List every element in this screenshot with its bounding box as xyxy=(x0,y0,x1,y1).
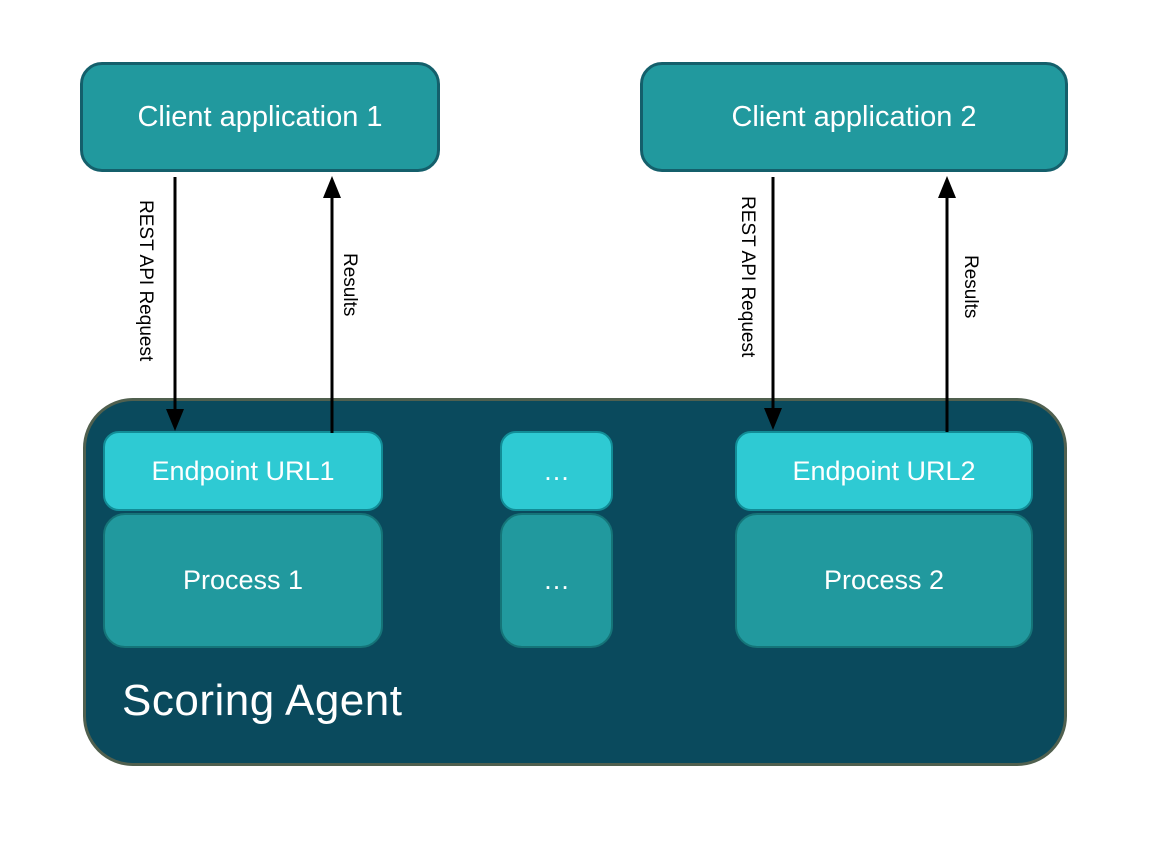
client-application-1-box: Client application 1 xyxy=(80,62,440,172)
results-label-2: Results xyxy=(960,255,981,319)
endpoint-ellipsis-label: … xyxy=(543,455,570,486)
process-ellipsis-box: … xyxy=(500,513,613,648)
request-arrow-1 xyxy=(166,177,184,431)
process-1-label: Process 1 xyxy=(182,565,304,595)
client-application-2-label: Client application 2 xyxy=(731,100,977,133)
arrow-up-icon xyxy=(323,176,341,198)
endpoint-ellipsis-box: … xyxy=(500,431,613,511)
endpoint-url1-box: Endpoint URL1 xyxy=(103,431,383,511)
endpoint-url1-label: Endpoint URL1 xyxy=(151,455,335,486)
rest-api-request-label-2: REST API Request xyxy=(737,196,758,358)
process-2-label: Process 2 xyxy=(823,565,945,595)
process-2-box: Process 2 xyxy=(735,513,1033,648)
endpoint-url2-box: Endpoint URL2 xyxy=(735,431,1033,511)
process-ellipsis-label: … xyxy=(543,565,570,595)
results-arrow-2 xyxy=(938,176,956,432)
request-arrow-2 xyxy=(764,177,782,430)
endpoint-url2-label: Endpoint URL2 xyxy=(792,455,976,486)
results-label-1: Results xyxy=(339,253,360,317)
arrow-up-icon xyxy=(938,176,956,198)
process-1-box: Process 1 xyxy=(103,513,383,648)
client-application-1-label: Client application 1 xyxy=(137,100,383,133)
client-application-2-box: Client application 2 xyxy=(640,62,1068,172)
scoring-agent-title: Scoring Agent xyxy=(122,676,403,725)
rest-api-request-label-1: REST API Request xyxy=(135,200,156,362)
